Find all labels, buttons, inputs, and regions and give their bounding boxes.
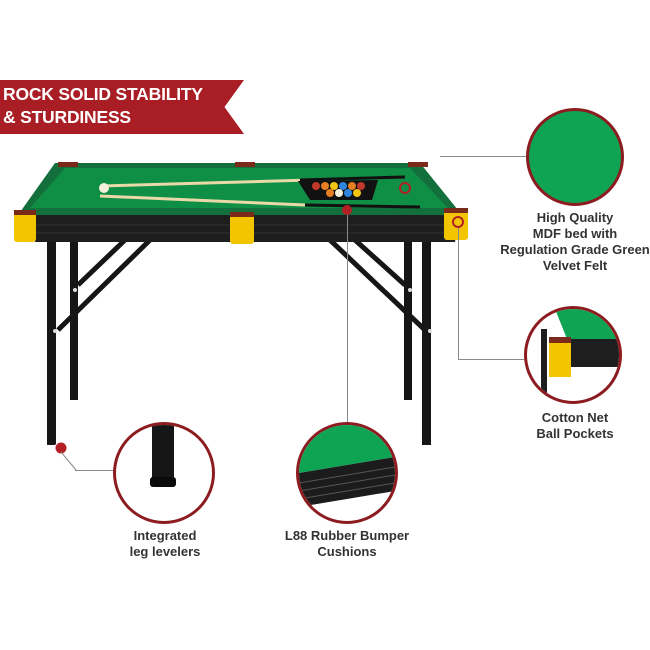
headline-line-1: ROCK SOLID STABILITY	[3, 84, 203, 104]
pocket-detail-image	[541, 309, 619, 401]
leader-line-levelers-diag	[60, 451, 77, 471]
felt-caption: High Quality MDF bed with Regulation Gra…	[500, 210, 650, 273]
pool-table-image	[14, 162, 468, 455]
leader-line-levelers	[75, 470, 115, 471]
cushion-caption: L88 Rubber Bumper Cushions	[284, 528, 410, 559]
leveler-caption: Integrated leg levelers	[129, 528, 201, 559]
pocket-caption: Cotton Net Ball Pockets	[536, 410, 614, 441]
leader-line-felt	[440, 156, 528, 157]
pocket-detail-circle	[524, 306, 622, 404]
leader-line-pockets-v	[458, 228, 459, 360]
headline-banner	[0, 80, 244, 134]
leader-line-pockets-h	[458, 359, 524, 360]
cushion-detail-circle	[296, 422, 398, 524]
leveler-detail-image	[150, 425, 176, 487]
leader-line-cushions	[347, 215, 348, 423]
cushion-detail-image	[299, 425, 395, 507]
headline-line-2: & STURDINESS	[3, 107, 131, 127]
leveler-detail-circle	[113, 422, 215, 524]
headline-text: ROCK SOLID STABILITY & STURDINESS	[3, 83, 203, 129]
felt-detail-circle	[526, 108, 624, 206]
